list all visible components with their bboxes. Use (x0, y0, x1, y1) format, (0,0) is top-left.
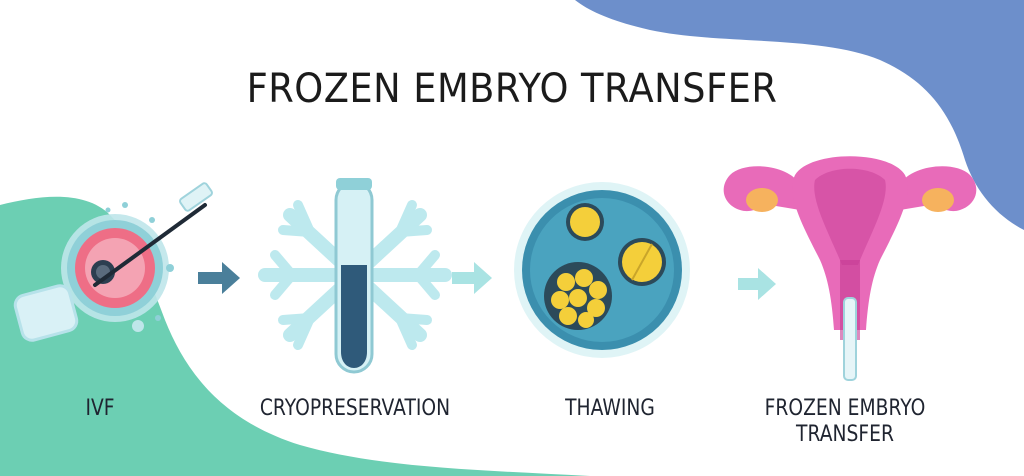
embryo-single (566, 203, 604, 241)
step-label-line-2: TRANSFER (796, 422, 894, 447)
arrow-right-icon (452, 262, 492, 294)
embryo-morula (544, 262, 612, 330)
step-label-ivf: IVF (85, 396, 115, 421)
step-label-frozen-embryo-transfer: FROZEN EMBRYO TRANSFER (747, 396, 943, 448)
embryo-two-cell (618, 238, 666, 286)
ivf-egg-pipette-icon (13, 182, 213, 342)
petri-dish-embryos-icon (514, 182, 690, 358)
arrow-right-icon (738, 268, 776, 300)
blue-corner-blob (575, 0, 1024, 230)
uterus-catheter-icon (723, 156, 977, 381)
step-label-cryopreservation: CRYOPRESERVATION (259, 396, 451, 421)
step-label-thawing: THAWING (565, 396, 655, 421)
arrow-right-icon (198, 262, 240, 294)
snowflake-cryo-tube-icon (258, 178, 452, 374)
page-title: FROZEN EMBRYO TRANSFER (246, 66, 778, 112)
step-label-line-1: FROZEN EMBRYO (764, 396, 926, 421)
teal-corner-blob (0, 196, 590, 476)
